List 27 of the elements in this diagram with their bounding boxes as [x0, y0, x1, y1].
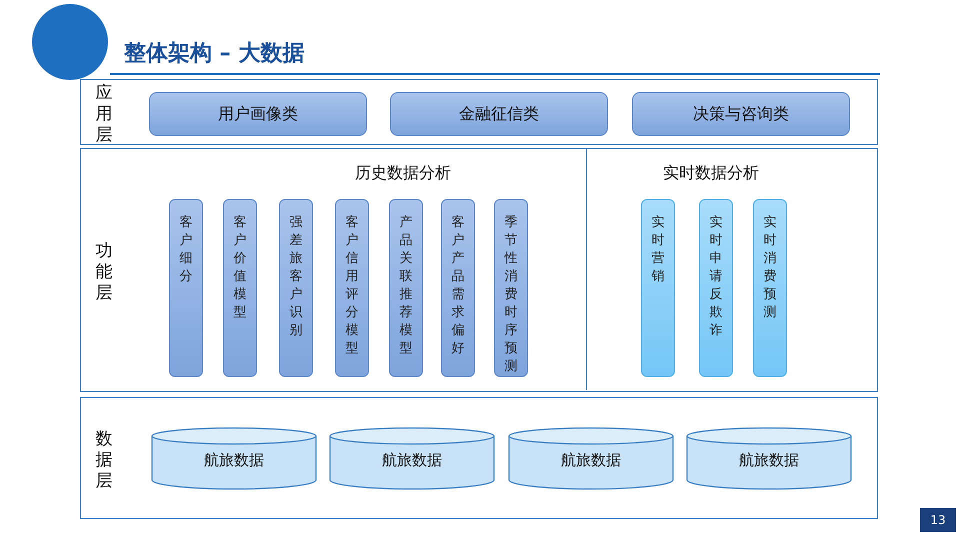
database-cylinder: 航旅数据 — [508, 427, 674, 490]
layer-panel — [80, 79, 878, 145]
model-bar: 客户信用评分模型 — [335, 199, 369, 377]
database-cylinder: 航旅数据 — [151, 427, 317, 490]
category-box: 决策与咨询类 — [632, 92, 850, 136]
section-heading: 实时数据分析 — [663, 163, 759, 184]
database-cylinder: 航旅数据 — [686, 427, 852, 490]
model-bar: 产品关联推荐模型 — [389, 199, 423, 377]
slide-title: 整体架构 – 大数据 — [124, 40, 304, 68]
database-cylinder: 航旅数据 — [329, 427, 495, 490]
model-bar: 客户产品需求偏好 — [441, 199, 475, 377]
model-bar: 实时营销 — [641, 199, 675, 377]
section-heading: 历史数据分析 — [355, 163, 451, 184]
layer-label: 应用层 — [95, 83, 113, 146]
layer-label: 功能层 — [95, 241, 113, 304]
layer-panel — [80, 397, 878, 519]
model-bar: 实时申请反欺诈 — [699, 199, 733, 377]
layer-panel — [80, 148, 878, 392]
model-bar: 季节性消费时序预测 — [494, 199, 528, 377]
model-bar: 客户细分 — [169, 199, 203, 377]
layer-label: 数据层 — [95, 429, 113, 492]
model-bar: 客户价值模型 — [223, 199, 257, 377]
page-number: 13 — [920, 508, 956, 532]
model-bar: 实时消费预测 — [753, 199, 787, 377]
category-box: 金融征信类 — [390, 92, 608, 136]
model-bar: 强差旅客户识别 — [279, 199, 313, 377]
category-box: 用户画像类 — [149, 92, 367, 136]
